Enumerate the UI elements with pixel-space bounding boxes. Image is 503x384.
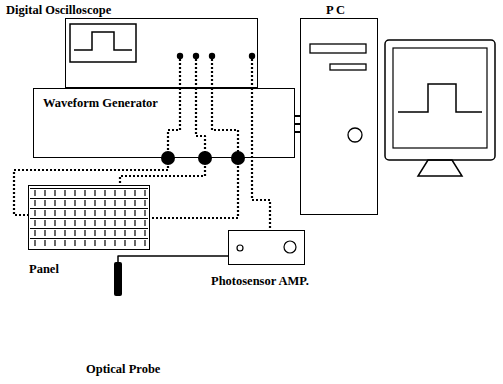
amp-knob <box>284 241 296 253</box>
optical-probe: Optical Probe <box>114 262 122 296</box>
pc-tower: P C <box>300 18 378 215</box>
device-label: Waveform Generator <box>43 96 158 110</box>
drive-slot <box>330 64 366 70</box>
scope-jack <box>193 53 199 59</box>
wire-stub <box>211 59 213 88</box>
drive-slot <box>310 44 366 53</box>
panel-cells <box>30 188 148 248</box>
amp-box: Photosensor AMP. <box>228 230 305 265</box>
generator-box: Waveform Generator <box>33 88 295 158</box>
signal-wire <box>168 88 180 158</box>
amp-jack <box>237 245 243 251</box>
panel-box: Panel <box>28 185 150 250</box>
device-label: Photosensor AMP. <box>211 274 309 288</box>
signal-wire <box>120 158 205 185</box>
signal-wire <box>14 158 168 215</box>
pulse-waveform <box>398 84 482 112</box>
scope-jack <box>249 53 255 59</box>
wire-stub <box>195 59 197 88</box>
device-label: Optical Probe <box>86 362 160 376</box>
monitor-case <box>385 40 495 160</box>
signal-wire <box>212 88 238 158</box>
wire-stub <box>179 59 181 88</box>
optical-cable <box>118 256 228 262</box>
pulse-waveform <box>74 32 132 50</box>
device-label: Digital Oscilloscope <box>6 3 111 17</box>
device-label: P C <box>326 3 345 17</box>
wire-stub <box>251 59 253 88</box>
signal-wire <box>252 88 270 230</box>
scope-jack <box>177 53 183 59</box>
power-button <box>348 128 362 142</box>
monitor-screen <box>393 48 487 148</box>
scope-jack <box>209 53 215 59</box>
scope-screen <box>70 24 136 62</box>
signal-wire <box>196 88 205 158</box>
oscilloscope-box: Digital Oscilloscope <box>65 18 258 88</box>
device-label: Panel <box>29 262 59 276</box>
monitor-stand <box>418 160 462 176</box>
signal-wire <box>150 158 238 218</box>
